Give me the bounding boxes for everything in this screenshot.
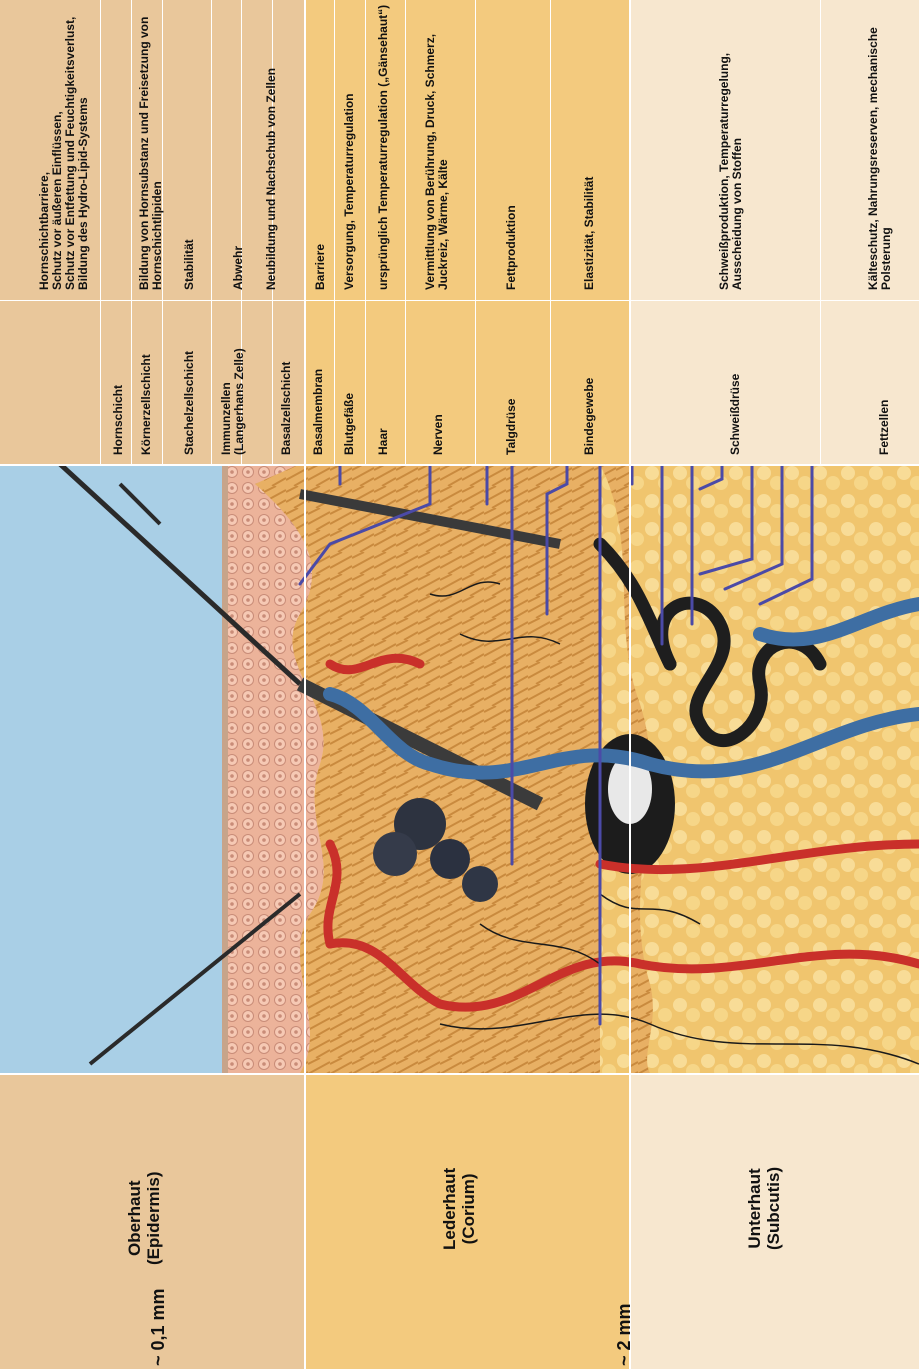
layer-corium-name: Lederhaut [440,1168,459,1250]
table-bottom-rule [0,464,919,466]
scale-corium-depth: ~ 2 mm [614,1303,634,1366]
function-immunzellen: Abwehr [232,246,245,290]
label-stachelzellschicht: Stachelzellschicht [183,351,196,455]
function-fettzellen: Kälteschutz, Nahrungsreserven, mechanisc… [867,27,893,290]
skin-illustration [0,464,919,1073]
label-nerven: Nerven [432,414,445,455]
layer-subcutis-latin: (Subcutis) [764,1167,783,1250]
function-koernerzellschicht: Bildung von Hornsubstanz und Freisetzung… [138,17,164,290]
layer-subcutis-name: Unterhaut [745,1168,764,1248]
label-hornschicht: Hornschicht [112,385,125,455]
function-haar: ursprünglich Temperaturregulation („Gäns… [377,5,390,290]
label-immunzellen-line2: (Langerhans Zelle) [232,348,246,455]
layer-subcutis: Unterhaut (Subcutis) [745,1167,783,1250]
label-bindegewebe: Bindegewebe [583,378,596,455]
scale-epidermis-depth: ~ 0,1 mm [148,1288,168,1366]
layer-epidermis-name: Oberhaut [125,1180,144,1256]
label-haar: Haar [377,428,390,455]
layer-epidermis-latin: (Epidermis) [144,1171,163,1265]
label-blutgefaesse: Blutgefäße [343,393,356,455]
function-stachelzellschicht: Stabilität [183,239,196,290]
function-basalmembran: Barriere [314,244,327,290]
label-talgdruese: Talgdrüse [505,399,518,455]
label-basalzellschicht: Basalzellschicht [280,362,293,455]
corium-subcutis-divider [629,0,631,1369]
epidermis-corium-divider [304,0,306,1369]
function-schweissdruese: Schweißproduktion, Temperaturregelung, A… [718,53,744,290]
label-schweissdruese: Schweißdrüse [729,374,742,455]
illustration-bottom-rule [0,1073,919,1075]
label-koernerzellschicht: Körnerzellschicht [140,354,153,455]
function-basalzellschicht: Neubildung und Nachschub von Zellen [265,68,278,290]
layer-corium-latin: (Corium) [459,1174,478,1245]
layer-epidermis: Oberhaut (Epidermis) [125,1171,163,1265]
layer-corium: Lederhaut (Corium) [440,1168,478,1250]
label-immunzellen-line1: Immunzellen [219,382,233,455]
label-function-divider [0,300,919,301]
label-basalmembran: Basalmembran [312,369,325,455]
function-hornschicht: Hornschichtbarriere, Schutz vor äußeren … [38,17,90,290]
function-blutgefaesse: Versorgung, Temperaturregulation [343,94,356,290]
function-nerven: Vermittlung von Berührung, Druck, Schmer… [424,34,450,290]
function-talgdruese: Fettproduktion [505,205,518,290]
label-immunzellen: Immunzellen (Langerhans Zelle) [220,348,246,455]
function-bindegewebe: Elastizität, Stabilität [583,177,596,290]
label-fettzellen: Fettzellen [878,400,891,455]
